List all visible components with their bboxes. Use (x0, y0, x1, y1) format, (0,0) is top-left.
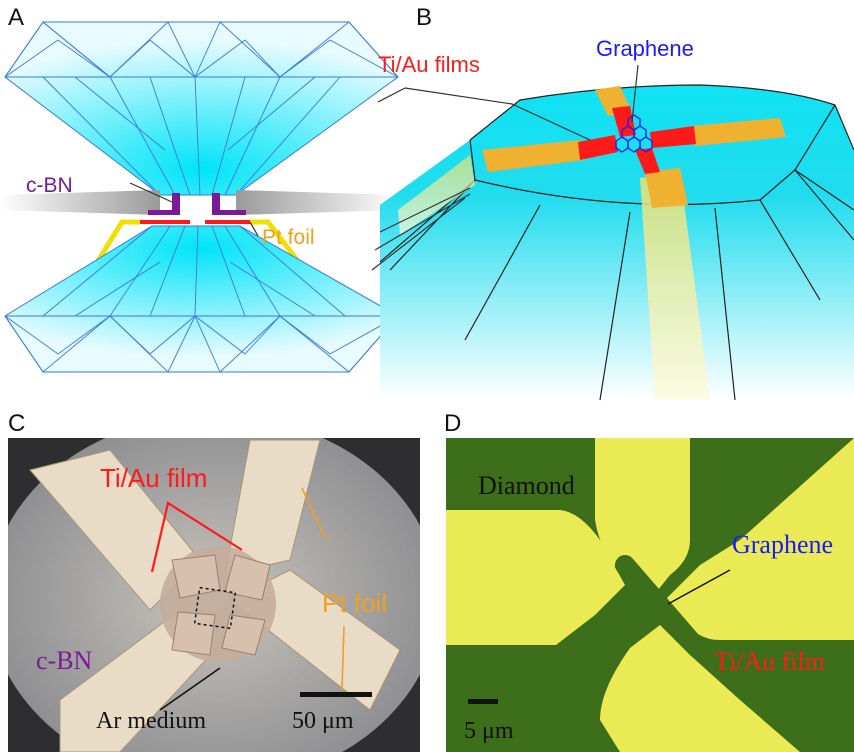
panel-b-diagram: Ti/Au films Graphene (371, 36, 854, 401)
electrode-red-right (650, 126, 696, 148)
graphene-leader-d (667, 569, 731, 605)
upper-anvil (4, 21, 399, 196)
label-cbn-a: c-BN (26, 174, 73, 197)
electrode-strip-left (398, 155, 475, 235)
pad-right (690, 118, 786, 146)
pt-foil-leader (249, 221, 259, 237)
panel-letter-b: B (416, 4, 433, 31)
tiau-leader-b2 (377, 87, 406, 103)
graphene-leader-b (631, 64, 639, 123)
pt-foil-leader-c-top (301, 487, 327, 541)
panel-letter-d: D (444, 410, 462, 437)
label-tiau-d: Ti/Au film (714, 647, 825, 676)
label-pt-foil-a: Pt foil (262, 226, 315, 249)
label-graphene-b: Graphene (596, 36, 694, 61)
panel-letter-c: C (8, 410, 26, 437)
scale-bar-c (300, 692, 372, 697)
tiau-leader-b (404, 87, 591, 141)
sample-chamber (180, 196, 212, 215)
lower-anvil-facets (4, 225, 399, 373)
pad-bottom (645, 168, 688, 208)
label-graphene-d: Graphene (732, 530, 833, 559)
ar-leader (159, 667, 221, 711)
cbn-leader (129, 182, 173, 203)
label-cbn-c: c-BN (36, 646, 93, 675)
panel-a-diagram: c-BN Pt foil (0, 21, 400, 373)
cbn-insert-left (148, 193, 180, 215)
panel-d-micrograph: Diamond Graphene Ti/Au film 5 μm (446, 438, 854, 752)
cone-facet-lines (389, 169, 854, 401)
gasket-left (0, 190, 160, 215)
label-pt-foil-c: Pt foil (322, 588, 387, 618)
label-tiau-c: Ti/Au film (100, 463, 207, 493)
cbn-insert-right (212, 193, 246, 215)
tiau-leader-c (150, 501, 243, 573)
culet-outline (469, 84, 854, 151)
culet-edge (469, 104, 836, 206)
electrode-strip-down (640, 172, 710, 400)
label-diamond: Diamond (478, 471, 575, 500)
region-of-interest-box (193, 586, 237, 630)
electrode-red-left (578, 135, 618, 160)
scale-label-d: 5 μm (464, 718, 514, 744)
label-ar-medium: Ar medium (96, 708, 206, 734)
pt-foil-leader-c-bottom (341, 625, 345, 691)
scale-label-c: 50 μm (292, 708, 354, 734)
upper-anvil-facets (4, 21, 399, 196)
central-pads (171, 554, 271, 656)
label-tiau-b: Ti/Au films (378, 52, 480, 77)
electrode-red-top (612, 106, 636, 137)
scale-bar-d (468, 699, 498, 704)
graphene-flake (615, 114, 653, 153)
electrode-red-bottom (635, 148, 660, 174)
gasket-right (236, 190, 400, 215)
panel-c-micrograph: Ti/Au film Pt foil c-BN Ar medium 50 μm (8, 438, 420, 752)
pad-left (482, 140, 585, 172)
panel-letter-a: A (8, 4, 25, 31)
